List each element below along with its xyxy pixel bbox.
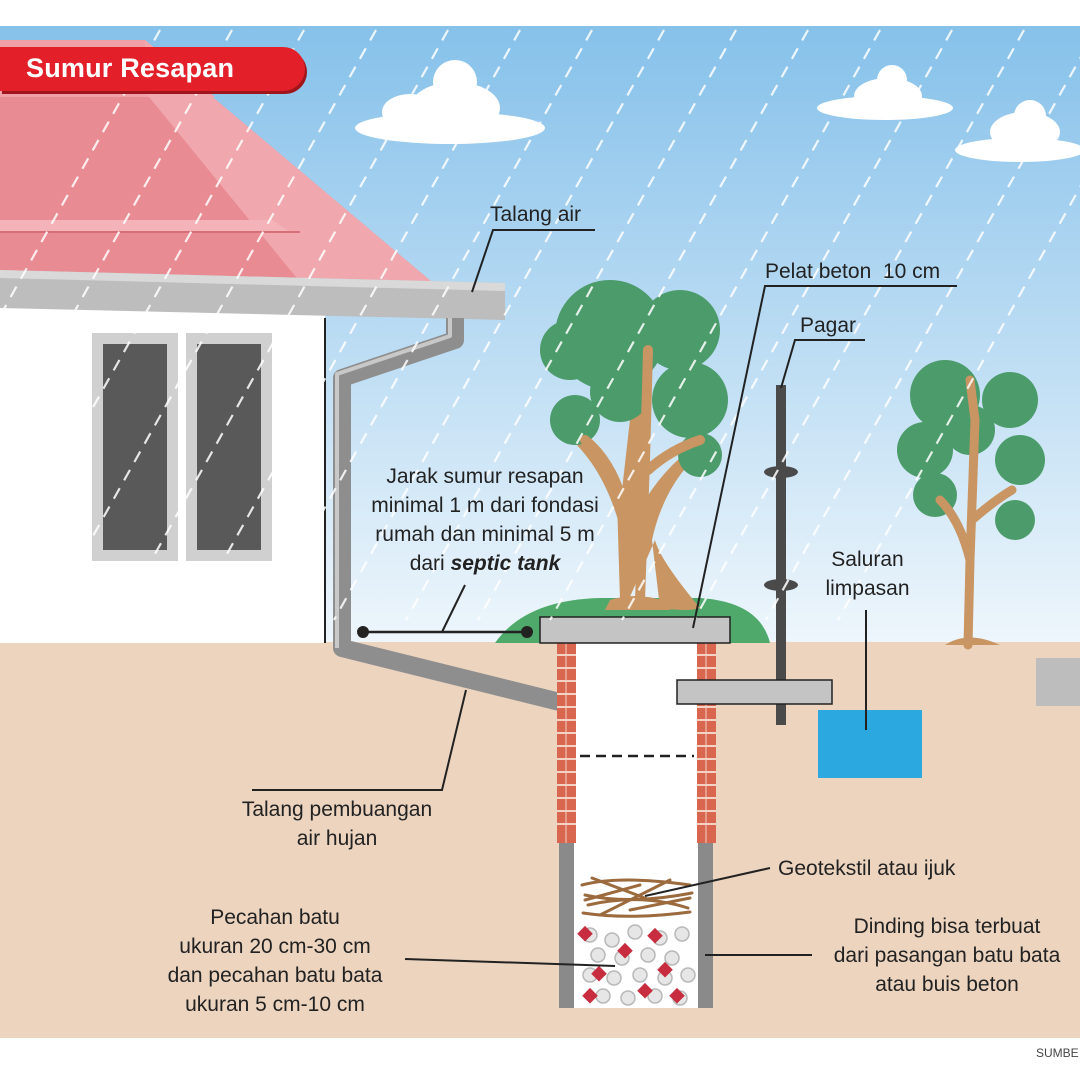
leader-pelat-beton (692, 285, 957, 629)
label-geotekstil: Geotekstil atau ijuk (778, 854, 955, 883)
concrete-slab-channel (676, 679, 833, 705)
rain-streak (0, 29, 161, 319)
leader-pagar (780, 339, 865, 389)
label-jarak-line4-emph: septic tank (450, 552, 561, 575)
label-dinding-line1: Dinding bisa terbuat (853, 915, 1041, 938)
label-talang-air: Talang air (490, 200, 581, 229)
rain-streak (45, 29, 377, 621)
label-saluran-line2: limpasan (825, 577, 910, 600)
distance-marker-dot (521, 626, 533, 638)
rock-fill (577, 924, 696, 1006)
concrete-wall-left (559, 843, 574, 1008)
rain-streak (405, 29, 737, 621)
curb-block (1036, 658, 1080, 706)
rain-streak (765, 56, 1080, 621)
downpipe (333, 318, 603, 721)
overflow-wall (816, 643, 920, 710)
distance-marker-dot (357, 626, 369, 638)
leader-lines (252, 229, 957, 967)
rain-streak (333, 29, 665, 621)
label-pecahan-line4: ukuran 5 cm-10 cm (185, 993, 365, 1016)
label-dinding-line3: atau buis beton (875, 973, 1019, 996)
label-pagar: Pagar (800, 311, 856, 340)
label-dinding: Dinding bisa terbuat dari pasangan batu … (812, 912, 1080, 999)
label-pecahan: Pecahan batu ukuran 20 cm-30 cm dan peca… (140, 903, 410, 1019)
fence-post (764, 385, 798, 725)
rain-streak (477, 29, 809, 621)
label-jarak-line4-prefix: dari (409, 552, 451, 575)
label-jarak-line2: minimal 1 m dari fondasi (371, 494, 599, 517)
label-dinding-line2: dari pasangan batu bata (833, 944, 1061, 967)
cloud-icon (355, 60, 545, 144)
label-pelat-beton-text: Pelat beton 10 cm (765, 260, 941, 283)
page-title: Sumur Resapan (26, 53, 235, 83)
label-saluran-line1: Saluran (831, 548, 904, 571)
cloud-icon (817, 65, 953, 120)
rain-streak (189, 29, 521, 621)
rain-streak (837, 185, 1080, 621)
concrete-wall-right (698, 843, 713, 1008)
label-jarak-line3: rumah dan minimal 5 m (375, 523, 595, 546)
leader-geotekstil (644, 867, 771, 897)
rain-streak (261, 29, 593, 621)
rain-streak (0, 29, 305, 576)
label-pecahan-line3: dan pecahan batu bata (167, 964, 383, 987)
label-jarak-line1: Jarak sumur resapan (386, 465, 584, 488)
label-jarak-line4: dari septic tank (355, 549, 615, 578)
title-badge: Sumur Resapan (0, 47, 305, 91)
rain-streak (621, 29, 953, 621)
eave-gutter (0, 270, 505, 320)
label-talang-air-text: Talang air (490, 203, 582, 226)
overflow-channel-water (818, 710, 922, 778)
label-saluran-limpasan: Saluran limpasan (810, 545, 925, 603)
label-pecahan-line1: Pecahan batu (210, 906, 340, 929)
source-credit: SUMBE (1036, 1046, 1079, 1060)
label-pagar-text: Pagar (800, 314, 857, 337)
leader-talang-pembuangan (252, 689, 467, 791)
label-pelat-beton: Pelat beton 10 cm (765, 257, 940, 286)
rain-streak (0, 29, 233, 448)
rain-streak (117, 29, 449, 621)
concrete-slab-cover (539, 616, 731, 644)
leader-jarak-pointer (441, 584, 466, 633)
label-pecahan-line2: ukuran 20 cm-30 cm (179, 935, 371, 958)
rain (0, 29, 1080, 621)
cloud-icon (955, 100, 1080, 162)
label-jarak: Jarak sumur resapan minimal 1 m dari fon… (355, 462, 615, 578)
leader-talang-air (471, 229, 595, 293)
leader-pecahan (404, 958, 616, 967)
label-geotekstil-text: Geotekstil atau ijuk (778, 857, 956, 880)
label-talang-pembuangan-line2: air hujan (296, 827, 378, 850)
rain-streak (693, 29, 1025, 621)
geotextile-fibers (580, 876, 694, 918)
downpipe-highlight (335, 318, 452, 648)
tree (897, 360, 1045, 650)
label-talang-pembuangan-line1: Talang pembuangan (241, 798, 433, 821)
window (92, 333, 272, 561)
label-talang-pembuangan: Talang pembuangan air hujan (222, 795, 452, 853)
rain-streak (549, 29, 881, 621)
